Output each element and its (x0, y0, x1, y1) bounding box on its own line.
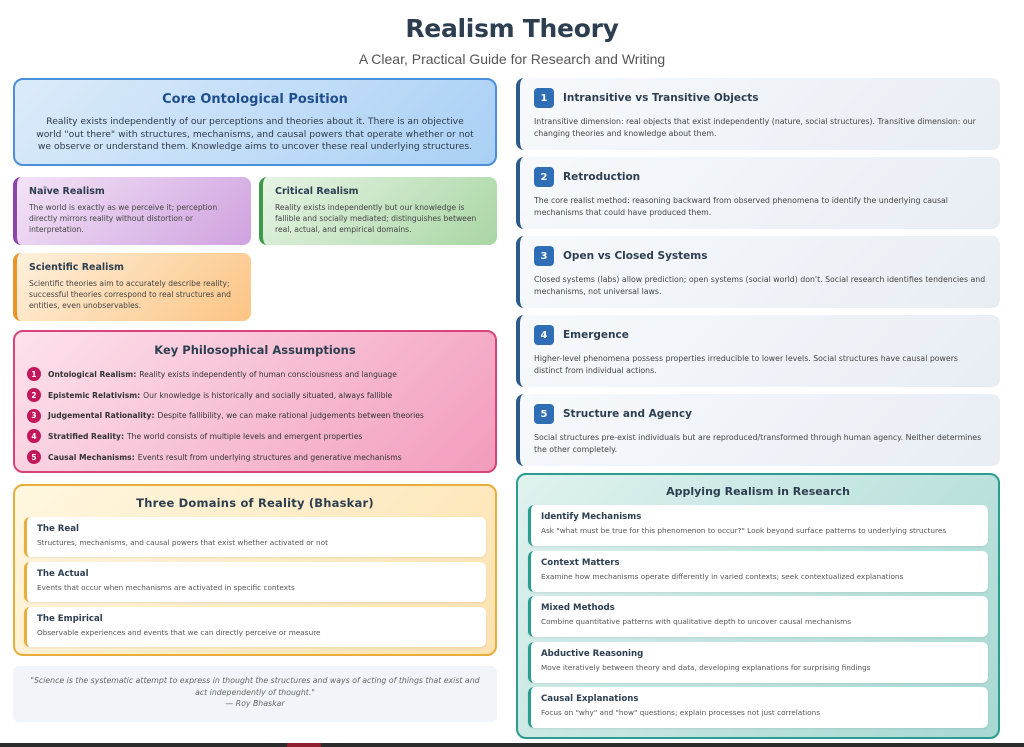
domain-title: The Real (37, 524, 79, 534)
assumptions-card: Key Philosophical Assumptions 1 Ontologi… (13, 330, 497, 473)
domain-item: The Empirical Observable experiences and… (24, 607, 486, 647)
realism-types: Naïve Realism The world is exactly as we… (13, 177, 497, 327)
concept-card: 3 Open vs Closed Systems Closed systems … (516, 236, 1000, 308)
taskbar-accent (287, 743, 321, 747)
assumption-label: Stratified Reality: (48, 431, 125, 441)
number-badge: 2 (534, 167, 554, 187)
applying-item: Context Matters Examine how mechanisms o… (528, 550, 988, 592)
domain-text: Events that occur when mechanisms are ac… (37, 583, 295, 592)
applying-item-text: Ask "what must be true for this phenomen… (541, 526, 947, 535)
applying-realism-card: Applying Realism in Research Identify Me… (516, 473, 1000, 739)
applying-item: Causal Explanations Focus on "why" and "… (528, 687, 988, 729)
critical-realism-card: Critical Realism Reality exists independ… (259, 177, 497, 245)
domain-text: Observable experiences and events that w… (37, 628, 321, 637)
concept-text: Social structures pre-exist individuals … (534, 433, 982, 454)
concept-title: Emergence (563, 329, 629, 341)
domain-item: The Actual Events that occur when mechan… (24, 562, 486, 602)
assumption-text: Despite fallibility, we can make rationa… (157, 411, 424, 421)
number-badge: 4 (534, 325, 554, 345)
number-badge: 5 (27, 450, 41, 465)
concept-title: Structure and Agency (563, 408, 692, 420)
core-position-card: Core Ontological Position Reality exists… (13, 78, 497, 166)
assumption-label: Judgemental Rationality: (48, 411, 155, 421)
applying-item-title: Abductive Reasoning (541, 648, 644, 659)
applying-item-text: Focus on "why" and "how" questions; expl… (541, 708, 821, 718)
domain-item: The Real Structures, mechanisms, and cau… (24, 517, 486, 557)
applying-title: Applying Realism in Research (666, 485, 850, 498)
assumption-text: Events result from underlying structures… (137, 452, 402, 462)
quote-author: — Roy Bhaskar (225, 699, 285, 708)
scientific-realism-card: Scientific Realism Scientific theories a… (13, 253, 251, 321)
assumptions-title: Key Philosophical Assumptions (154, 343, 356, 357)
naive-realism-title: Naïve Realism (29, 186, 105, 197)
concept-text: Closed systems (labs) allow prediction; … (534, 275, 986, 296)
assumption-text: The world consists of multiple levels an… (127, 431, 363, 441)
critical-realism-text: Reality exists independently but our kno… (275, 203, 477, 234)
assumption-text: Reality exists independently of human co… (139, 369, 397, 379)
left-column: Core Ontological Position Reality exists… (13, 78, 497, 722)
applying-item-title: Identify Mechanisms (541, 512, 642, 522)
number-badge: 5 (534, 404, 554, 424)
naive-realism-card: Naïve Realism The world is exactly as we… (13, 177, 251, 245)
concept-text: The core realist method: reasoning backw… (534, 196, 948, 217)
domain-text: Structures, mechanisms, and causal power… (37, 538, 328, 547)
concept-title: Retroduction (563, 171, 641, 183)
quote-text: "Science is the systematic attempt to ex… (30, 676, 480, 697)
concept-card: 4 Emergence Higher-level phenomena posse… (516, 315, 1000, 387)
core-text: Reality exists independently of our perc… (36, 116, 474, 152)
assumption-item: 2 Epistemic Relativism: Our knowledge is… (27, 385, 483, 406)
assumption-label: Ontological Realism: (48, 369, 137, 379)
scientific-realism-title: Scientific Realism (29, 262, 124, 273)
concept-text: Intransitive dimension: real objects tha… (534, 117, 976, 138)
applying-item: Identify Mechanisms Ask "what must be tr… (528, 505, 988, 546)
number-badge: 2 (27, 388, 41, 403)
assumption-label: Causal Mechanisms: (48, 452, 135, 462)
concept-card: 1 Intransitive vs Transitive Objects Int… (516, 78, 1000, 150)
concept-text: Higher-level phenomena possess propertie… (534, 354, 958, 375)
assumption-text: Our knowledge is historically and social… (143, 390, 393, 400)
applying-item-text: Combine quantitative patterns with quali… (541, 617, 852, 627)
domain-title: The Actual (37, 569, 89, 579)
assumption-item: 5 Causal Mechanisms: Events result from … (27, 447, 483, 468)
concept-card: 2 Retroduction The core realist method: … (516, 157, 1000, 229)
domains-card: Three Domains of Reality (Bhaskar) The R… (13, 484, 497, 656)
number-badge: 4 (27, 429, 41, 444)
critical-realism-title: Critical Realism (275, 186, 359, 197)
assumption-item: 3 Judgemental Rationality: Despite falli… (27, 405, 483, 426)
applying-item-text: Examine how mechanisms operate different… (541, 571, 904, 581)
domains-title: Three Domains of Reality (Bhaskar) (136, 496, 374, 510)
applying-item-title: Mixed Methods (541, 603, 615, 614)
assumption-item: 4 Stratified Reality: The world consists… (27, 426, 483, 447)
bottom-taskbar (0, 743, 1024, 747)
page-header: Realism Theory A Clear, Practical Guide … (0, 0, 1024, 74)
right-column: 1 Intransitive vs Transitive Objects Int… (516, 78, 1000, 739)
number-badge: 1 (27, 367, 41, 382)
scientific-realism-text: Scientific theories aim to accurately de… (29, 279, 231, 310)
number-badge: 3 (27, 408, 41, 423)
core-title: Core Ontological Position (162, 92, 348, 107)
concept-card: 5 Structure and Agency Social structures… (516, 394, 1000, 466)
applying-item-title: Causal Explanations (541, 694, 639, 705)
domain-title: The Empirical (37, 614, 103, 624)
applying-item: Abductive Reasoning Move iteratively bet… (528, 641, 988, 683)
applying-item-text: Move iteratively between theory and data… (541, 662, 871, 672)
assumption-label: Epistemic Relativism: (48, 390, 141, 400)
page-title: Realism Theory (405, 14, 619, 43)
number-badge: 1 (534, 88, 554, 108)
concept-title: Intransitive vs Transitive Objects (563, 92, 759, 104)
applying-item: Mixed Methods Combine quantitative patte… (528, 596, 988, 638)
page-subtitle: A Clear, Practical Guide for Research an… (358, 51, 666, 67)
bhaskar-quote: "Science is the systematic attempt to ex… (13, 666, 497, 722)
concept-title: Open vs Closed Systems (563, 250, 708, 262)
naive-realism-text: The world is exactly as we perceive it; … (29, 203, 218, 234)
number-badge: 3 (534, 246, 554, 266)
applying-item-title: Context Matters (541, 557, 620, 568)
assumption-item: 1 Ontological Realism: Reality exists in… (27, 364, 483, 385)
